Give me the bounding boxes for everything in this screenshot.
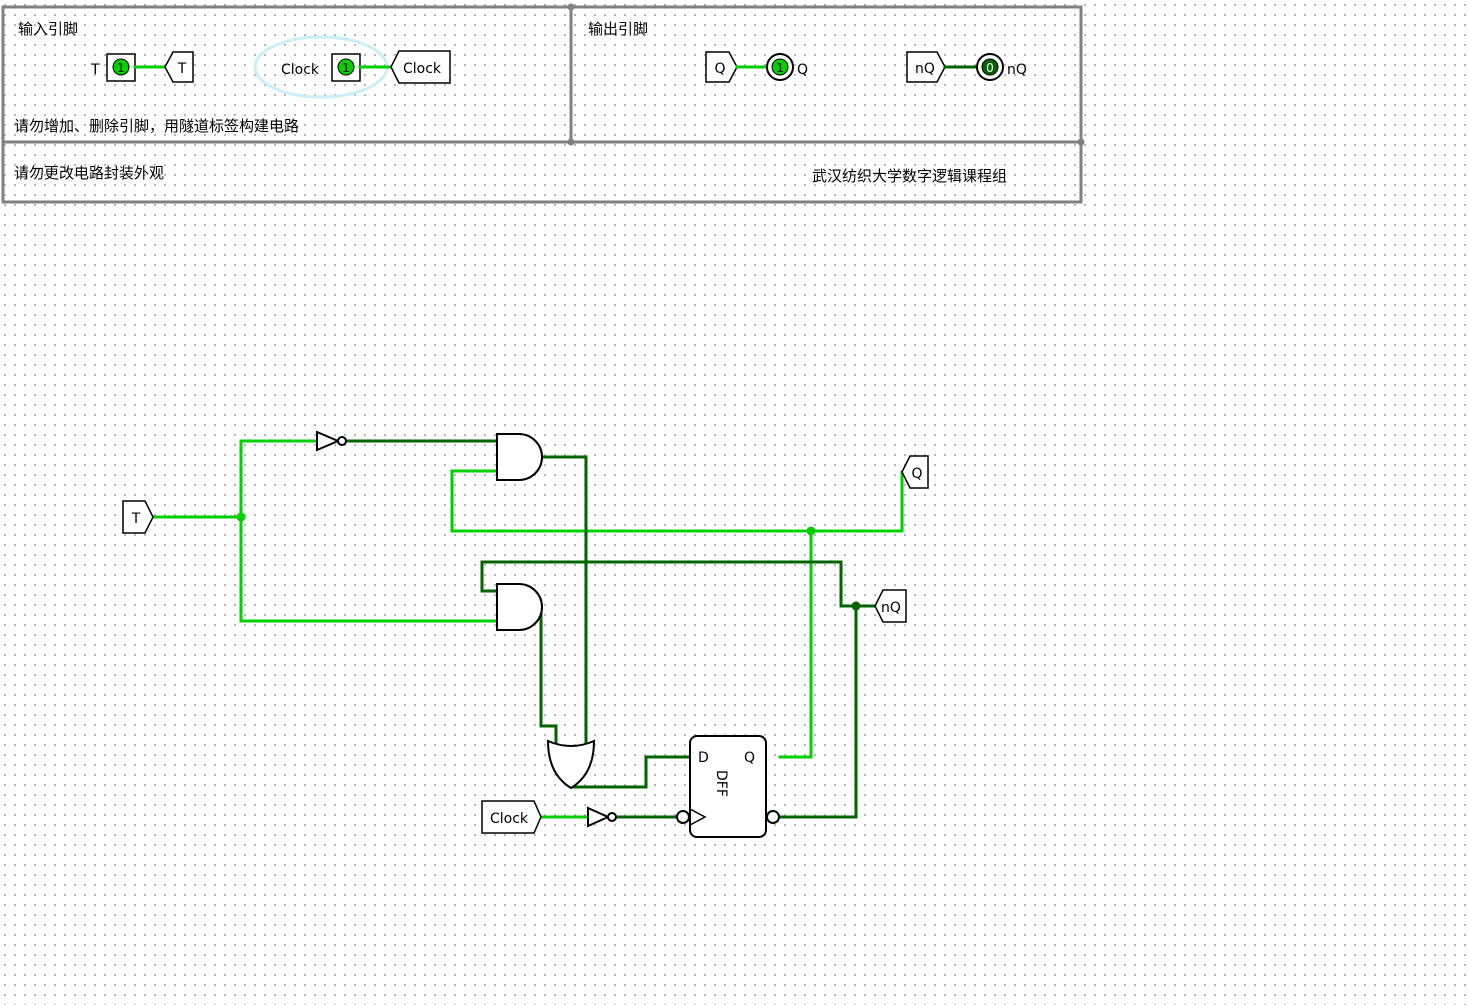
wire-dff-q: [778, 529, 813, 759]
junction-t: [236, 512, 246, 522]
dff-d-label: D: [698, 750, 709, 766]
and-gate-1[interactable]: [496, 433, 543, 481]
header-clock-input[interactable]: Clock 1 Clock: [253, 35, 451, 99]
instruction-pins-text: 请勿增加、删除引脚，用隧道标签构建电路: [14, 117, 299, 135]
q-output-label: Q: [797, 62, 808, 78]
nq-tunnel-shape[interactable]: [874, 589, 907, 623]
wire-nq-net: [480, 560, 877, 608]
nq-output-led: [981, 58, 999, 76]
t-tunnel-header[interactable]: [164, 51, 194, 83]
clock-tunnel-header-label: Clock: [403, 61, 442, 77]
organization-text: 武汉纺织大学数字逻辑课程组: [812, 167, 1007, 185]
t-tunnel-header-label: T: [177, 61, 187, 77]
t-input-led: [112, 58, 130, 76]
not-gate-body: [316, 430, 341, 452]
nq-tunnel-header-label: nQ: [915, 61, 935, 77]
input-pins-title: 输入引脚: [18, 20, 78, 38]
dff-body: [689, 735, 767, 838]
q-tunnel-circuit[interactable]: Q: [901, 455, 929, 489]
t-pin-label: T: [90, 62, 100, 78]
t-tunnel-circuit[interactable]: T: [122, 500, 154, 534]
dff-clock-inverter-bubble: [676, 810, 690, 824]
q-tunnel-label: Q: [911, 466, 922, 482]
t-tunnel-shape[interactable]: [122, 500, 154, 534]
clock-input-value: 1: [342, 61, 350, 75]
wire-t-to-not: [239, 439, 319, 519]
or-gate[interactable]: [546, 739, 596, 790]
wires-high: [151, 439, 904, 819]
dff-title: DFF: [713, 770, 729, 797]
clock-tunnel-label: Clock: [490, 811, 529, 827]
nq-tunnel-header[interactable]: [906, 51, 946, 83]
and-gate-2-body: [496, 583, 543, 631]
q-tunnel-shape[interactable]: [901, 455, 929, 489]
clock-input-led: [337, 58, 355, 76]
clock-tunnel-shape[interactable]: [481, 800, 542, 834]
dff-nq-bubble: [766, 810, 780, 824]
and-gate-1-body: [496, 433, 543, 481]
dff-q-label: Q: [744, 750, 755, 766]
nq-output-value: 0: [986, 61, 994, 75]
not-gate-clock-bubble: [607, 812, 617, 822]
clock-pin-label: Clock: [281, 62, 320, 78]
frame-junction: [567, 138, 575, 146]
d-flip-flop[interactable]: D Q DFF: [676, 735, 780, 838]
wires-low: [344, 439, 877, 819]
wire-t-to-and2: [239, 515, 499, 623]
clock-tunnel-circuit[interactable]: Clock: [481, 800, 542, 834]
q-tunnel-header-label: Q: [714, 61, 725, 77]
not-gate-clock[interactable]: [587, 806, 617, 828]
output-pins-title: 输出引脚: [588, 20, 648, 38]
junction-nq: [851, 601, 861, 611]
not-gate-bubble: [337, 436, 347, 446]
header-nq-output[interactable]: nQ 0 nQ: [906, 51, 1027, 83]
frame-junction: [1077, 138, 1085, 146]
wire-q-net: [450, 469, 904, 533]
and-gate-2[interactable]: [496, 583, 543, 631]
t-tunnel-label: T: [131, 511, 141, 527]
wire-and1-to-or: [539, 455, 588, 759]
header-t-input[interactable]: T 1 T: [90, 51, 194, 83]
clock-tunnel-header[interactable]: [390, 50, 451, 84]
nq-tunnel-circuit[interactable]: nQ: [874, 589, 907, 623]
frame-outer: [1, 5, 1083, 204]
instruction-appearance-text: 请勿更改电路封装外观: [14, 164, 164, 182]
wire-or-to-dff: [569, 755, 692, 789]
nq-tunnel-label: nQ: [881, 600, 901, 616]
header-frame: [1, 3, 1085, 204]
junction-q: [806, 526, 816, 536]
wire-and2-to-or: [539, 605, 558, 745]
header-q-output[interactable]: Q 1 Q: [705, 51, 808, 83]
dff-clock-triangle: [689, 808, 707, 826]
t-input-value: 1: [117, 61, 125, 75]
q-tunnel-header[interactable]: [705, 51, 738, 83]
not-gate-t[interactable]: [316, 430, 347, 452]
wire-dff-nq: [778, 604, 858, 819]
or-gate-body: [546, 739, 596, 790]
q-output-value: 1: [776, 61, 784, 75]
nq-output-label: nQ: [1007, 62, 1027, 78]
q-output-led: [771, 58, 789, 76]
frame-junction: [567, 3, 575, 11]
not-gate-clock-body: [587, 806, 611, 828]
